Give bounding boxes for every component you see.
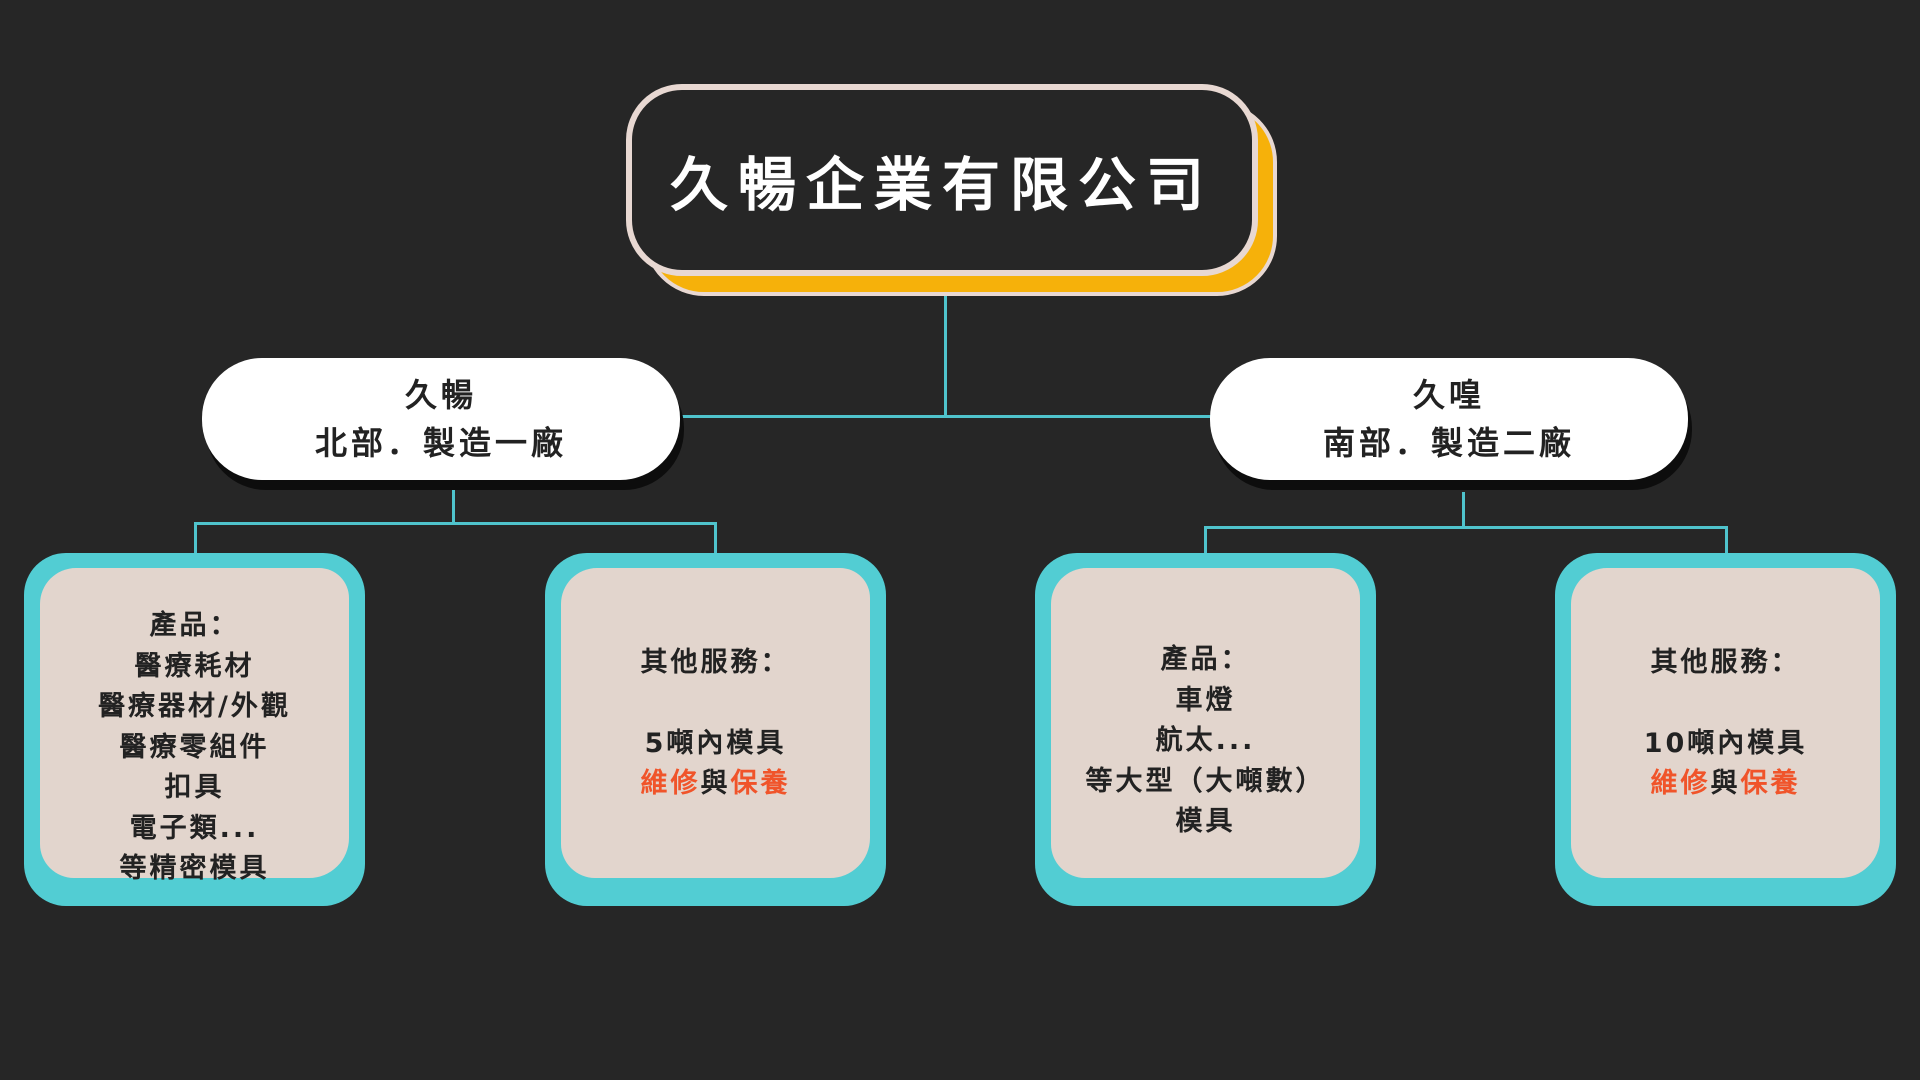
and-word: 與 — [700, 768, 731, 799]
card-body: 其他服務： 5噸內模具 維修與保養 — [561, 568, 870, 878]
repair-word: 維修 — [640, 768, 701, 799]
and-word: 與 — [1710, 768, 1741, 799]
card-line: 模具 — [1175, 806, 1236, 837]
card-line: 10噸內模具 — [1643, 727, 1808, 759]
branch-south: 久喤 南部．製造二廠 — [1210, 358, 1688, 480]
branch-north: 久暢 北部．製造一廠 — [202, 358, 680, 480]
card-line: 航太... — [1155, 725, 1256, 756]
branch-north-name: 久暢 — [404, 376, 477, 414]
card-line: 醫療耗材 — [134, 650, 255, 682]
card-repair-line: 維修與保養 — [1651, 764, 1801, 805]
repair-word: 維修 — [1650, 768, 1711, 799]
card-line: 車燈 — [1175, 684, 1236, 716]
connector-south-horizontal — [1204, 526, 1728, 529]
card-line: 電子類... — [129, 812, 260, 844]
company-title: 久暢企業有限公司 — [669, 151, 1214, 219]
card-line: 5噸內模具 — [644, 727, 787, 759]
connector-root-vertical — [944, 288, 947, 417]
card-line: 醫療器材/外觀 — [98, 691, 291, 722]
connector-south-vertical — [1462, 492, 1465, 528]
branch-south-name: 久喤 — [1412, 376, 1485, 414]
branch-north-subtitle: 北部．製造一廠 — [314, 424, 567, 462]
card-line: 等精密模具 — [119, 853, 270, 884]
branch-south-subtitle: 南部．製造二廠 — [1322, 424, 1575, 462]
title-box: 久暢企業有限公司 — [626, 84, 1258, 276]
card-line: 扣具 — [164, 772, 225, 803]
card-body: 產品： 醫療耗材 醫療器材/外觀 醫療零組件 扣具 電子類... 等精密模具 — [40, 568, 349, 884]
card-heading: 產品： — [149, 610, 240, 641]
connector-north-vertical — [452, 490, 455, 524]
connector-south-right-drop — [1725, 526, 1728, 554]
card-north-services: 其他服務： 5噸內模具 維修與保養 — [545, 553, 886, 906]
card-heading: 產品： — [1160, 644, 1251, 675]
card-line: 醫療零組件 — [119, 731, 270, 763]
card-north-products: 產品： 醫療耗材 醫療器材/外觀 醫療零組件 扣具 電子類... 等精密模具 — [24, 553, 365, 906]
card-heading: 其他服務： — [1650, 647, 1801, 678]
connector-north-horizontal — [194, 522, 717, 525]
card-body: 產品： 車燈 航太... 等大型（大噸數） 模具 — [1051, 568, 1360, 878]
company-title-node: 久暢企業有限公司 — [618, 80, 1277, 296]
card-body: 其他服務： 10噸內模具 維修與保養 — [1571, 568, 1880, 878]
connector-north-left-drop — [194, 522, 197, 554]
card-line: 等大型（大噸數） — [1085, 765, 1326, 797]
connector-north-right-drop — [714, 522, 717, 554]
card-south-services: 其他服務： 10噸內模具 維修與保養 — [1555, 553, 1896, 906]
connector-south-left-drop — [1204, 526, 1207, 554]
maintenance-word: 保養 — [730, 768, 791, 799]
maintenance-word: 保養 — [1740, 768, 1801, 799]
card-heading: 其他服務： — [640, 647, 791, 678]
card-south-products: 產品： 車燈 航太... 等大型（大噸數） 模具 — [1035, 553, 1376, 906]
card-repair-line: 維修與保養 — [641, 764, 791, 805]
connector-branches-horizontal — [680, 415, 1212, 418]
